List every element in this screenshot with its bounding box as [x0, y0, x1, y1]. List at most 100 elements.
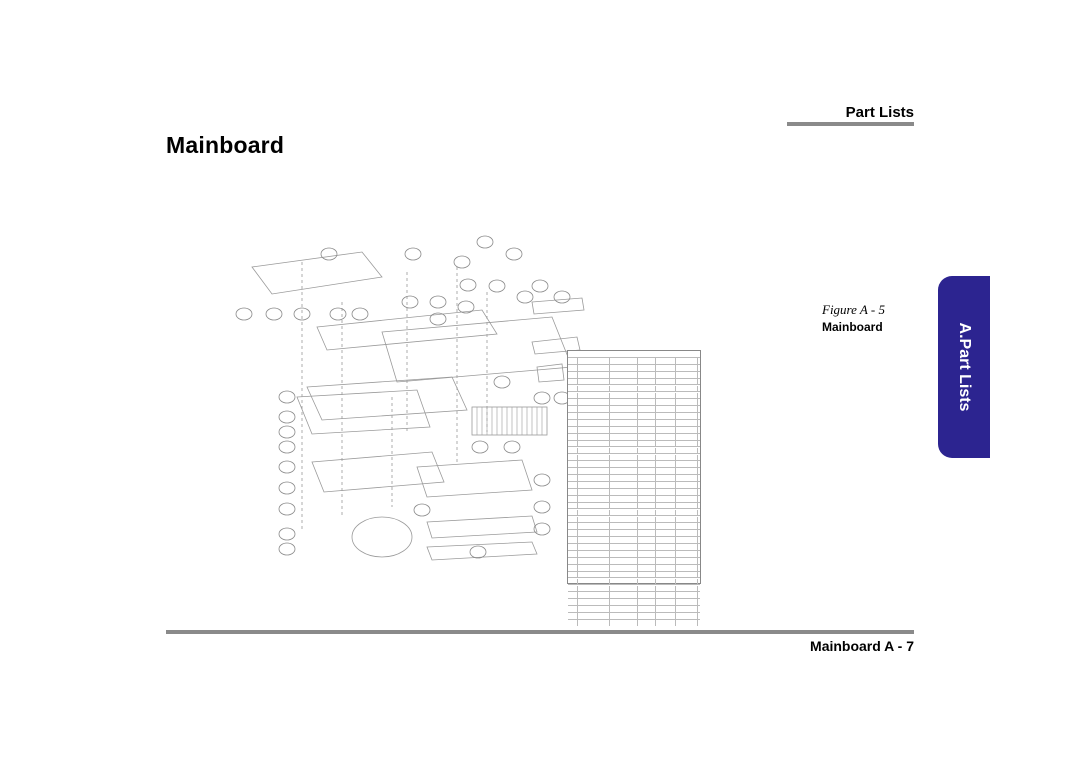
bom-cell	[676, 454, 698, 461]
bom-cell	[638, 371, 656, 378]
bom-row	[568, 503, 700, 516]
exploded-diagram	[235, 235, 585, 561]
bom-cell	[568, 495, 578, 502]
bom-cell	[568, 489, 578, 495]
bom-cell	[638, 523, 656, 530]
bom-row	[568, 578, 700, 592]
bom-row	[568, 372, 700, 385]
bom-cell	[568, 509, 578, 516]
bom-cell	[610, 592, 638, 599]
bom-cell	[610, 413, 638, 420]
bom-cell	[578, 551, 610, 557]
bom-cell	[578, 420, 610, 427]
bom-cell	[676, 358, 698, 364]
bom-grid	[568, 351, 700, 626]
bom-cell	[638, 599, 656, 606]
bom-cell	[656, 606, 676, 613]
bom-cell	[638, 378, 656, 385]
bom-cell	[610, 578, 638, 585]
bom-cell	[568, 447, 578, 454]
side-tab-label: A.Part Lists	[956, 322, 973, 412]
bom-cell	[568, 619, 578, 626]
bom-cell	[656, 530, 676, 537]
bom-cell	[656, 365, 676, 371]
bom-cell	[568, 564, 578, 571]
bom-row	[568, 351, 700, 364]
bom-cell	[610, 516, 638, 523]
bom-row	[568, 565, 700, 578]
bom-cell	[610, 523, 638, 530]
bom-cell	[578, 433, 610, 440]
side-tab[interactable]: A.Part Lists	[938, 276, 990, 458]
bom-cell	[656, 544, 676, 551]
bom-cell	[610, 564, 638, 571]
bom-cell	[676, 433, 698, 440]
bom-cell	[568, 358, 578, 364]
bom-cell	[676, 385, 698, 392]
bom-cell	[656, 599, 676, 606]
bom-cell	[638, 475, 656, 482]
bom-cell	[676, 578, 698, 585]
bom-cell	[610, 495, 638, 502]
bom-cell	[656, 413, 676, 420]
bom-cell	[578, 371, 610, 378]
bom-cell	[638, 530, 656, 537]
bom-row	[568, 365, 700, 378]
bom-cell	[676, 619, 698, 626]
bom-cell	[676, 371, 698, 378]
bom-cell	[578, 385, 610, 392]
bom-cell	[638, 447, 656, 454]
bom-row	[568, 551, 700, 564]
bom-row	[568, 475, 700, 489]
bom-row	[568, 427, 700, 440]
bom-cell	[676, 447, 698, 454]
bom-cell	[676, 427, 698, 433]
bom-cell	[610, 378, 638, 385]
bom-cell	[568, 502, 578, 509]
bom-cell	[578, 613, 610, 619]
bom-cell	[610, 433, 638, 440]
bom-cell	[656, 454, 676, 461]
bom-cell	[610, 399, 638, 406]
bom-cell	[578, 475, 610, 482]
bom-cell	[676, 406, 698, 413]
bom-cell	[656, 358, 676, 364]
bom-cell	[638, 564, 656, 571]
bom-cell	[568, 585, 578, 592]
bom-cell	[610, 392, 638, 399]
bom-cell	[578, 440, 610, 447]
bom-row	[568, 523, 700, 537]
bom-cell	[568, 551, 578, 557]
bom-cell	[568, 406, 578, 413]
bom-cell	[578, 413, 610, 420]
bom-cell	[656, 399, 676, 406]
bom-cell	[656, 385, 676, 392]
bom-cell	[676, 585, 698, 592]
bom-cell	[568, 592, 578, 599]
bom-cell	[676, 516, 698, 523]
bom-cell	[676, 509, 698, 516]
bom-cell	[638, 544, 656, 551]
bom-cell	[638, 406, 656, 413]
bom-row	[568, 537, 700, 551]
bom-row	[568, 509, 700, 523]
bom-row	[568, 496, 700, 509]
bom-cell	[676, 557, 698, 564]
bom-cell	[578, 606, 610, 613]
bom-cell	[578, 523, 610, 530]
bom-cell	[568, 378, 578, 385]
bom-cell	[578, 585, 610, 592]
bom-row	[568, 482, 700, 495]
bom-cell	[676, 413, 698, 420]
bom-cell	[578, 482, 610, 489]
bom-row	[568, 613, 700, 626]
bom-row	[568, 441, 700, 454]
bom-row	[568, 558, 700, 571]
bom-cell	[638, 502, 656, 509]
bom-cell	[656, 371, 676, 378]
bom-row	[568, 447, 700, 461]
bom-row	[568, 434, 700, 447]
bom-cell	[676, 613, 698, 619]
bom-cell	[656, 378, 676, 385]
bom-cell	[610, 613, 638, 619]
